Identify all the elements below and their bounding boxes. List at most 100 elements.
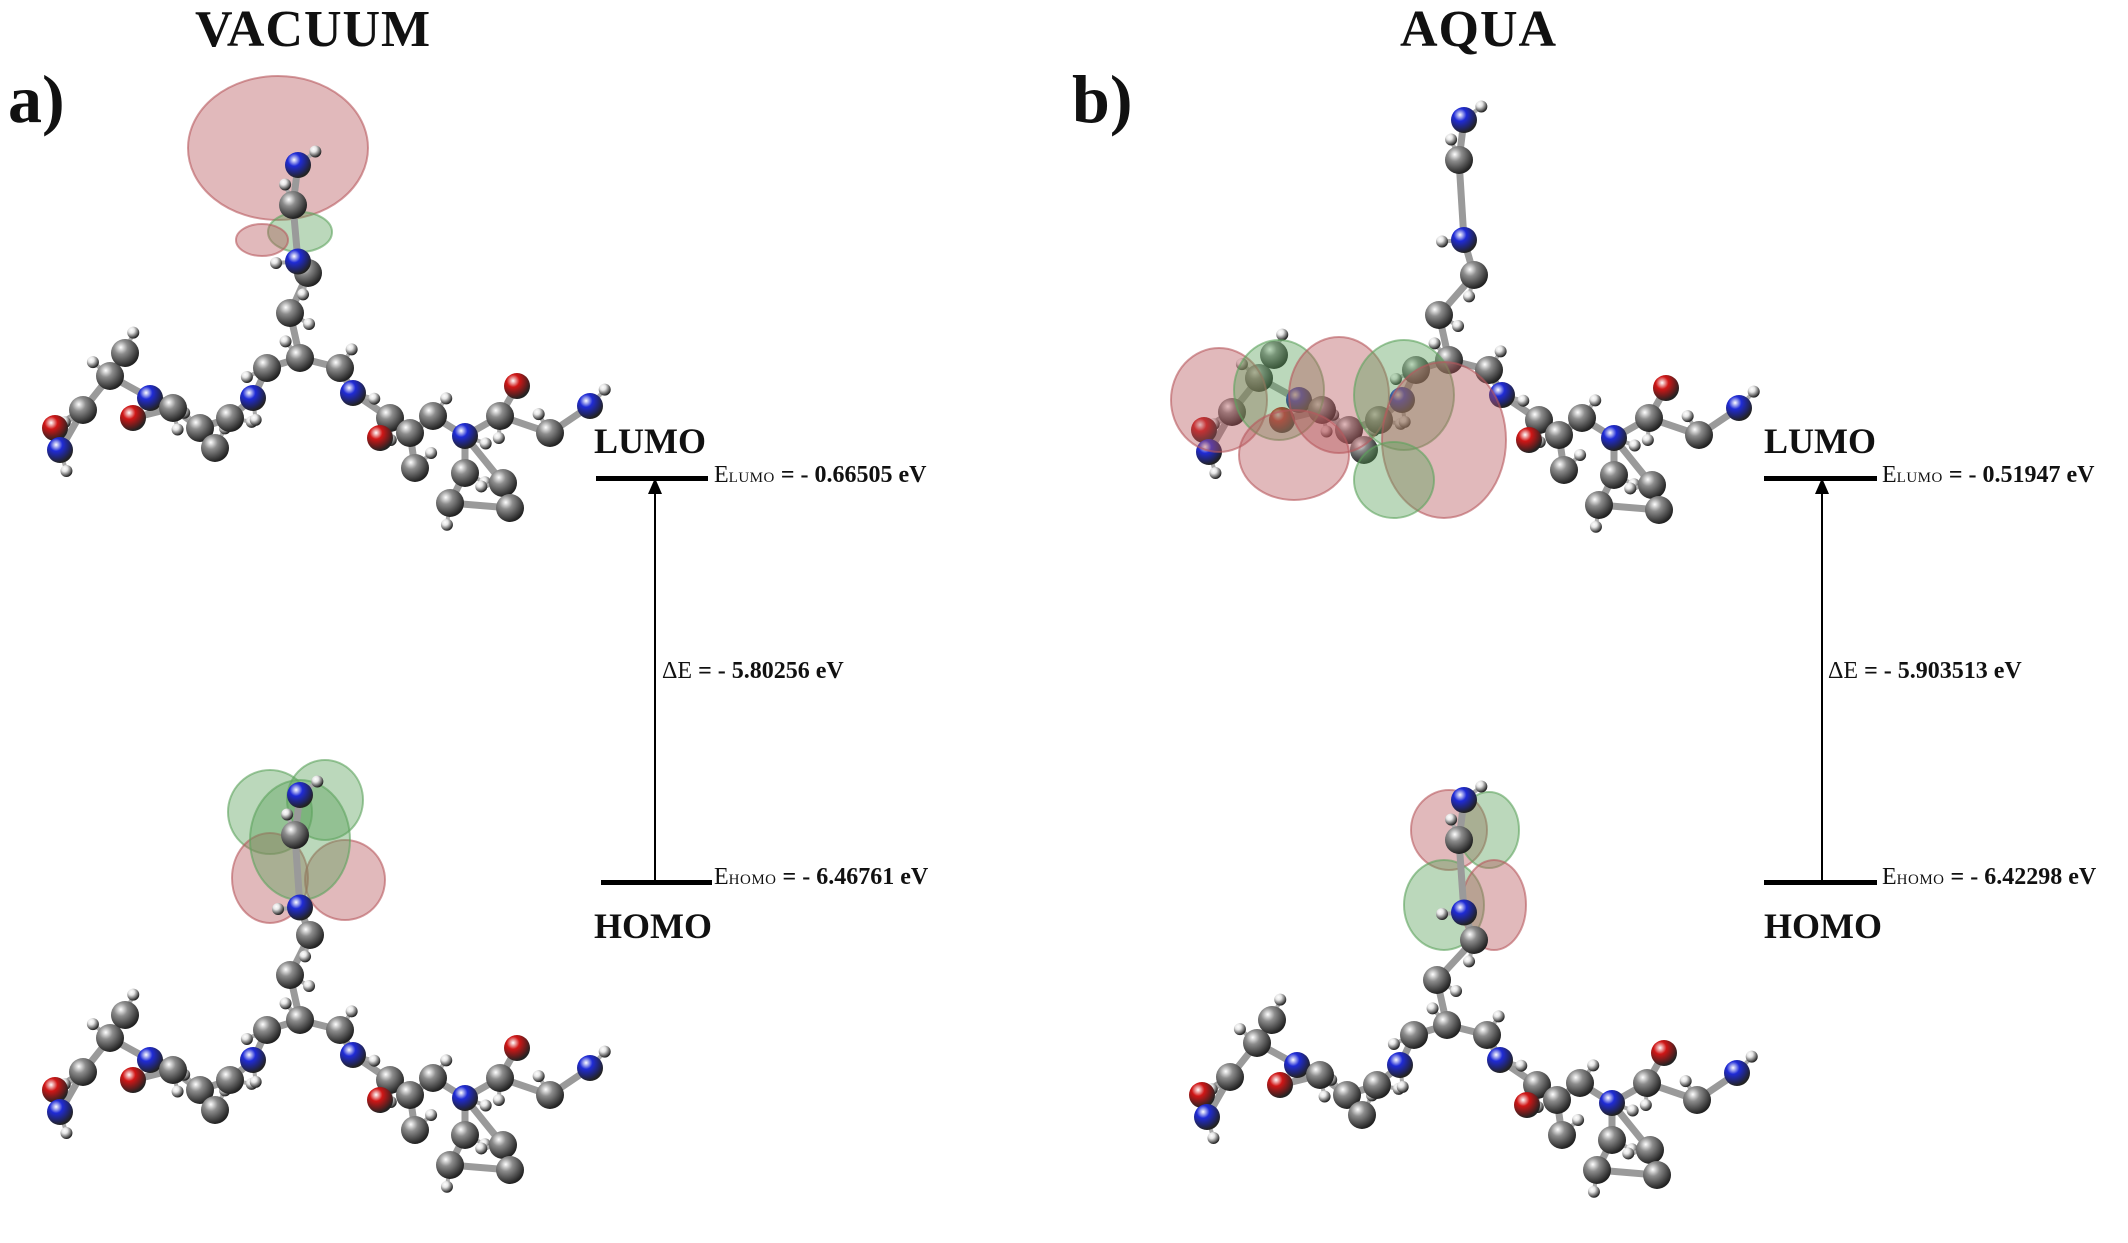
- homo-molecule-nitrogen-atom: [1451, 787, 1477, 813]
- lumo-molecule-carbon-atom: [1445, 146, 1473, 174]
- lumo-molecule-carbon-atom: [1260, 341, 1288, 369]
- homo-molecule-nitrogen-atom: [577, 1055, 603, 1081]
- lumo-molecule-nitrogen-atom: [1451, 107, 1477, 133]
- homo-molecule-carbon-atom: [376, 1066, 404, 1094]
- homo-molecule-hydrogen-atom: [1207, 1132, 1220, 1145]
- lumo-molecule-hydrogen-atom: [1747, 385, 1760, 398]
- orbital-lobe-negative: [1233, 339, 1325, 441]
- homo-molecule-carbon-atom: [96, 1024, 124, 1052]
- homo-molecule-carbon-atom: [201, 1096, 229, 1124]
- homo-molecule-hydrogen-atom: [240, 1032, 253, 1045]
- lumo-molecule-nitrogen-atom: [1489, 382, 1515, 408]
- lumo-molecule-nitrogen-atom: [47, 437, 73, 463]
- homo-molecule-hydrogen-atom: [86, 1018, 99, 1031]
- homo-molecule-carbon-atom: [186, 1076, 214, 1104]
- orbital-lobe-positive: [1381, 361, 1507, 519]
- homo-molecule-hydrogen-atom: [303, 980, 316, 992]
- lumo-molecule-hydrogen-atom: [1320, 425, 1333, 438]
- lumo-energy-symbol: E: [1882, 462, 1897, 488]
- gap-energy: ΔE = - 5.80256 eV: [662, 658, 844, 684]
- homo-molecule-nitrogen-atom: [287, 782, 313, 808]
- orbital-lobe-positive: [235, 223, 289, 257]
- lumo-molecule-hydrogen-atom: [1436, 235, 1449, 248]
- lumo-molecule-hydrogen-atom: [492, 431, 505, 444]
- homo-molecule-nitrogen-atom: [240, 1047, 266, 1073]
- homo-molecule-carbon-atom: [1216, 1063, 1244, 1091]
- homo-molecule-carbon-atom: [1363, 1071, 1391, 1099]
- homo-molecule-hydrogen-atom: [1745, 1050, 1758, 1063]
- homo-molecule-carbon-atom: [1548, 1121, 1576, 1149]
- lumo-level-line: [596, 476, 708, 481]
- lumo-molecule-carbon-atom: [1568, 404, 1596, 432]
- homo-molecule-hydrogen-atom: [1492, 1010, 1505, 1023]
- homo-molecule-carbon-atom: [159, 1056, 187, 1084]
- lumo-molecule-carbon-atom: [1218, 398, 1246, 426]
- homo-molecule-hydrogen-atom: [1463, 955, 1476, 968]
- homo-energy: EHOMO = - 6.42298 eV: [1882, 864, 2097, 890]
- panel-letter: a): [8, 61, 65, 137]
- gap-symbol: ΔE: [662, 658, 693, 684]
- lumo-molecule-hydrogen-atom: [1641, 433, 1654, 446]
- lumo-molecule-carbon-atom: [1435, 346, 1463, 374]
- homo-molecule-carbon-atom: [216, 1066, 244, 1094]
- homo-molecule-oxygen-atom: [120, 1067, 146, 1093]
- homo-molecule-carbon-atom: [536, 1081, 564, 1109]
- homo-molecule-carbon-atom: [451, 1121, 479, 1149]
- homo-molecule-hydrogen-atom: [368, 1054, 381, 1067]
- homo-molecule-hydrogen-atom: [249, 1075, 262, 1088]
- lumo-molecule-hydrogen-atom: [279, 335, 292, 348]
- homo-molecule-hydrogen-atom: [1572, 1113, 1585, 1126]
- homo-molecule-hydrogen-atom: [1274, 993, 1287, 1006]
- lumo-molecule-nitrogen-atom: [452, 423, 478, 449]
- lumo-molecule-hydrogen-atom: [1589, 520, 1602, 533]
- lumo-molecule-hydrogen-atom: [1517, 394, 1530, 407]
- homo-molecule-hydrogen-atom: [1396, 1080, 1409, 1093]
- homo-energy-value: - 6.46761 eV: [802, 864, 929, 890]
- lumo-molecule-hydrogen-atom: [532, 408, 545, 421]
- lumo-molecule-skeleton: [42, 145, 611, 531]
- lumo-molecule-oxygen-atom: [1516, 427, 1542, 453]
- homo-molecule-hydrogen-atom: [1387, 1037, 1400, 1050]
- lumo-molecule-carbon-atom: [96, 362, 124, 390]
- lumo-molecule-carbon-atom: [1550, 456, 1578, 484]
- homo-molecule-carbon-atom: [111, 1001, 139, 1029]
- lumo-level-line: [1764, 476, 1877, 481]
- homo-molecule-carbon-atom: [1460, 926, 1488, 954]
- lumo-molecule-hydrogen-atom: [1428, 337, 1441, 350]
- homo-energy-subscript: HOMO: [1896, 872, 1945, 888]
- lumo-molecule-hydrogen-atom: [345, 343, 358, 356]
- homo-molecule-hydrogen-atom: [281, 808, 294, 821]
- condition-title: VACUUM: [195, 1, 432, 58]
- lumo-molecule-hydrogen-atom: [297, 288, 310, 301]
- lumo-molecule-oxygen-atom: [504, 373, 530, 399]
- gap-arrow: [1815, 478, 1829, 880]
- lumo-molecule-carbon-atom: [396, 419, 424, 447]
- homo-molecule-hydrogen-atom: [1515, 1059, 1528, 1072]
- homo-energy-value: - 6.42298 eV: [1970, 864, 2097, 890]
- homo-energy-subscript: HOMO: [728, 872, 777, 888]
- lumo-molecule-hydrogen-atom: [1398, 415, 1411, 428]
- lumo-molecule-carbon-atom: [1585, 491, 1613, 519]
- lumo-molecule-hydrogen-atom: [1452, 320, 1465, 332]
- molecule-lumo-homo: [42, 75, 611, 1193]
- lumo-molecule-hydrogen-atom: [1628, 439, 1641, 452]
- lumo-molecule-carbon-atom: [276, 299, 304, 327]
- lumo-molecule-hydrogen-atom: [270, 257, 283, 270]
- homo-molecule-oxygen-atom: [1189, 1082, 1215, 1108]
- lumo-energy-symbol: E: [714, 462, 729, 488]
- homo-level-line: [1764, 880, 1877, 885]
- homo-molecule-carbon-atom: [396, 1081, 424, 1109]
- lumo-molecule-carbon-atom: [496, 494, 524, 522]
- gap-value: - 5.903513 eV: [1883, 658, 2022, 684]
- lumo-molecule-carbon-atom: [279, 191, 307, 219]
- homo-label: HOMO: [1764, 906, 1882, 946]
- homo-molecule-hydrogen-atom: [171, 1085, 184, 1098]
- homo-molecule-carbon-atom: [276, 961, 304, 989]
- homo-molecule-carbon-atom: [1243, 1029, 1271, 1057]
- homo-molecule-carbon-atom: [1258, 1006, 1286, 1034]
- lumo-molecule-carbon-atom: [111, 339, 139, 367]
- condition-title: AQUA: [1400, 1, 1558, 58]
- lumo-molecule-carbon-atom: [286, 344, 314, 372]
- lumo-label: LUMO: [594, 421, 706, 461]
- gap-energy: ΔE = - 5.903513 eV: [1828, 658, 2022, 684]
